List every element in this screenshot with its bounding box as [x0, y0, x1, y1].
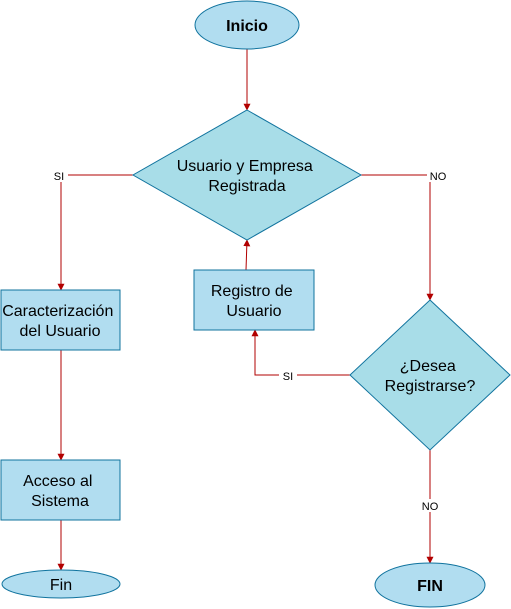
edge-label-si-middle: SI: [283, 371, 293, 383]
node-fin-right-label: FIN: [417, 578, 443, 595]
edge-usuario-no-to-desea: [361, 174, 434, 301]
node-inicio: Inicio: [194, 0, 300, 50]
svg-text:Registro de Usuario: Registro de Usuario: [211, 283, 297, 320]
edge-desea-si-to-registro: [251, 329, 350, 376]
edge-label-no-bottom: NO: [422, 501, 439, 513]
node-desea-line2: Registrarse?: [385, 378, 476, 395]
node-inicio-label: Inicio: [226, 18, 268, 35]
node-acceso: Acceso al Sistema: [0, 459, 121, 521]
edge-usuario-si-to-caracterizacion: [57, 174, 133, 291]
node-acceso-line2: Sistema: [31, 493, 89, 510]
svg-text:¿Desea Registrarse?: ¿Desea Registrarse?: [385, 358, 476, 395]
svg-text:Caracterización del Usua: Caracterización del Usuario: [2, 303, 118, 340]
node-registro-line1: Registro de: [211, 283, 293, 300]
edge-label-no-right: NO: [430, 171, 447, 183]
svg-text:Usuario y Empresa Regist: Usuario y Empresa Registrada: [177, 158, 318, 195]
node-caracterizacion: Caracterización del Usuario: [0, 289, 121, 351]
edge-labels: SI NO SI NO: [50, 169, 449, 513]
node-caracterizacion-line2: del Usuario: [20, 323, 101, 340]
node-caracterizacion-line1: Caracterización: [2, 303, 113, 320]
node-desea-line1: ¿Desea: [400, 358, 456, 375]
svg-text:Acceso al Sistema: Acceso al Sistema: [23, 473, 97, 510]
node-fin-left: Fin: [1, 569, 121, 599]
node-usuario-empresa-line2: Registrada: [208, 178, 285, 195]
node-acceso-line1: Acceso al: [23, 473, 92, 490]
node-fin-right: FIN: [374, 562, 486, 608]
node-usuario-empresa-decision: Usuario y Empresa Registrada: [131, 109, 363, 241]
node-usuario-empresa-line1: Usuario y Empresa: [177, 158, 313, 175]
node-fin-left-label: Fin: [50, 577, 72, 594]
node-desea-decision: ¿Desea Registrarse?: [349, 299, 511, 451]
node-registro-line2: Usuario: [226, 303, 281, 320]
edge-registro-to-usuario: [243, 239, 251, 271]
edge-label-si-left: SI: [54, 171, 64, 183]
node-registro: Registro de Usuario: [193, 269, 315, 331]
